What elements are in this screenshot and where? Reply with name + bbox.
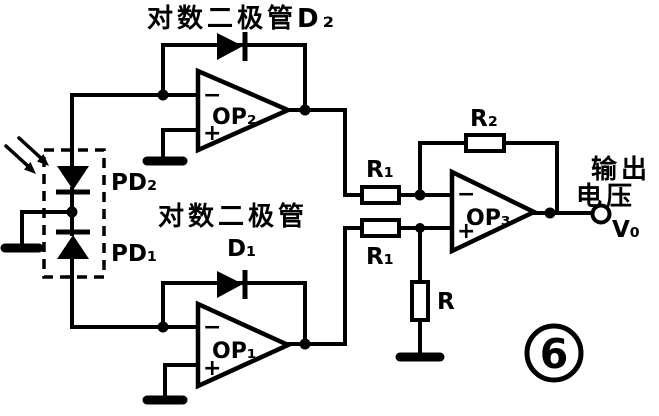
resistor-r bbox=[410, 280, 430, 322]
photodiode-dashed-box bbox=[42, 148, 106, 279]
figure-number-circle bbox=[524, 323, 584, 383]
figure-number: 6 bbox=[540, 330, 569, 378]
wire-op1-plus-to-ground bbox=[163, 363, 200, 398]
resistor-r2 bbox=[464, 133, 506, 153]
junction-dot bbox=[415, 223, 425, 233]
label-mid-diode-d1: D₁ bbox=[227, 236, 256, 262]
wire-pd-ground-stub bbox=[20, 210, 74, 246]
op2-plus-sign: + bbox=[203, 121, 221, 146]
light-arrow-1 bbox=[4, 144, 31, 169]
op3-plus-sign: + bbox=[457, 219, 475, 244]
junction-dot bbox=[157, 89, 169, 101]
label-r1-top: R₁ bbox=[366, 157, 394, 183]
resistor-r1-bottom bbox=[360, 218, 401, 238]
light-arrow-1-head bbox=[24, 162, 36, 174]
wire-pd1-to-op1-minus bbox=[70, 256, 200, 329]
op1-minus-sign: − bbox=[203, 315, 221, 340]
label-r2: R₂ bbox=[470, 106, 498, 132]
label-output-line1: 输出 bbox=[591, 154, 651, 185]
wire-pd2-to-op2-minus bbox=[70, 93, 200, 170]
junction-dot bbox=[299, 104, 311, 116]
label-op2: OP₂ bbox=[212, 105, 256, 130]
junction-dot bbox=[414, 189, 426, 201]
op1-plus-sign: + bbox=[203, 356, 221, 381]
junction-dot bbox=[299, 338, 311, 350]
junction-dot bbox=[66, 206, 78, 218]
op3-minus-sign: − bbox=[457, 182, 475, 207]
diode-d2 bbox=[217, 33, 243, 60]
opamp-op3 bbox=[449, 168, 540, 255]
label-output-line2: 电压 bbox=[576, 182, 636, 212]
op2-minus-sign: − bbox=[203, 83, 221, 108]
label-pd2: PD₂ bbox=[111, 170, 157, 196]
label-op1: OP₁ bbox=[212, 339, 256, 364]
label-pd1: PD₁ bbox=[111, 241, 157, 267]
label-v-out: V₀ bbox=[612, 217, 640, 243]
diode-d1 bbox=[217, 271, 243, 298]
resistor-r1-top bbox=[360, 185, 401, 205]
label-mid-diode-line1: 对数二极管 bbox=[158, 202, 308, 232]
label-top-diode-d2: 对数二极管D₂ bbox=[147, 4, 338, 34]
photodiode-pd2 bbox=[57, 166, 89, 190]
output-terminal bbox=[590, 203, 612, 225]
label-r: R bbox=[437, 289, 455, 315]
photodiode-pd1 bbox=[57, 235, 89, 259]
label-op3: OP₃ bbox=[466, 206, 510, 231]
opamp-op2 bbox=[195, 67, 294, 154]
opamp-op1 bbox=[195, 300, 294, 390]
light-arrow-2-head bbox=[37, 154, 49, 166]
label-r1-bottom: R₁ bbox=[366, 244, 394, 270]
junction-dot bbox=[544, 207, 556, 219]
light-arrow-2 bbox=[17, 136, 44, 161]
wire-op2-plus-to-ground bbox=[161, 128, 200, 159]
junction-dot bbox=[157, 321, 169, 333]
